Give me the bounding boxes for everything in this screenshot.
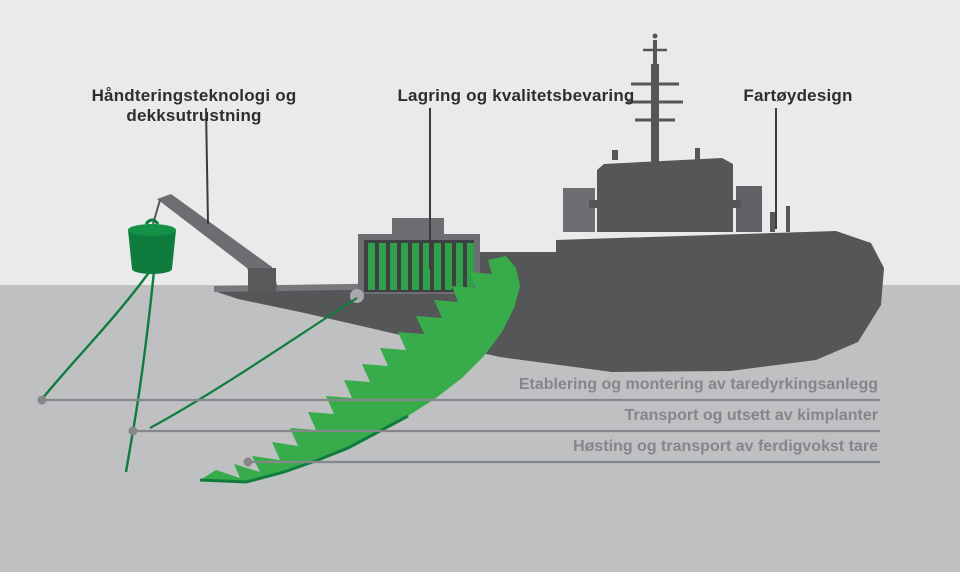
process-lines [37,395,880,467]
crane [152,194,279,292]
mooring-lines [41,270,364,473]
hull-shape [214,231,884,372]
process-dot-1 [37,395,47,405]
bridge-wing-left [589,200,597,208]
container-slats [368,243,474,290]
process-dot-3 [243,457,253,467]
process-label-establishment: Etablering og montering av taredyrkingsa… [518,376,878,393]
aft-bridge-block [736,186,762,232]
storage-containers [358,218,480,294]
bridge-shape [597,158,733,232]
crane-boom [157,194,279,292]
container-top-box [392,218,444,236]
callout-vessel-design: Fartøydesign [743,86,853,105]
antenna-2 [786,206,790,232]
buoy [128,218,176,274]
callout-handling-technology: Håndteringsteknologi og dekksutrustning [91,86,297,125]
vessel-silhouette [214,33,884,372]
callout-storage-quality: Lagring og kvalitetsbevaring [397,86,635,105]
process-label-transport-seedlings: Transport og utsett av kimplanter [624,407,878,424]
rope-deck-to-line [149,297,358,429]
top-leader-lines [205,107,777,269]
process-dot-2 [128,426,138,436]
bridge-roof-box-2 [695,148,700,160]
process-label-harvesting: Høsting og transport av ferdigvokst tare [573,438,878,455]
mast [627,33,683,164]
leader-line-handling [205,107,209,225]
rope-buoy-down [124,270,156,473]
crane-pedestal [248,268,276,292]
kelp-band-shape [200,256,520,482]
funnel-block [563,188,595,232]
bridge-roof-box-1 [612,150,618,160]
bridge-wing-right [733,200,741,208]
rope-buoy-left [41,270,151,400]
antenna-1 [770,212,775,232]
